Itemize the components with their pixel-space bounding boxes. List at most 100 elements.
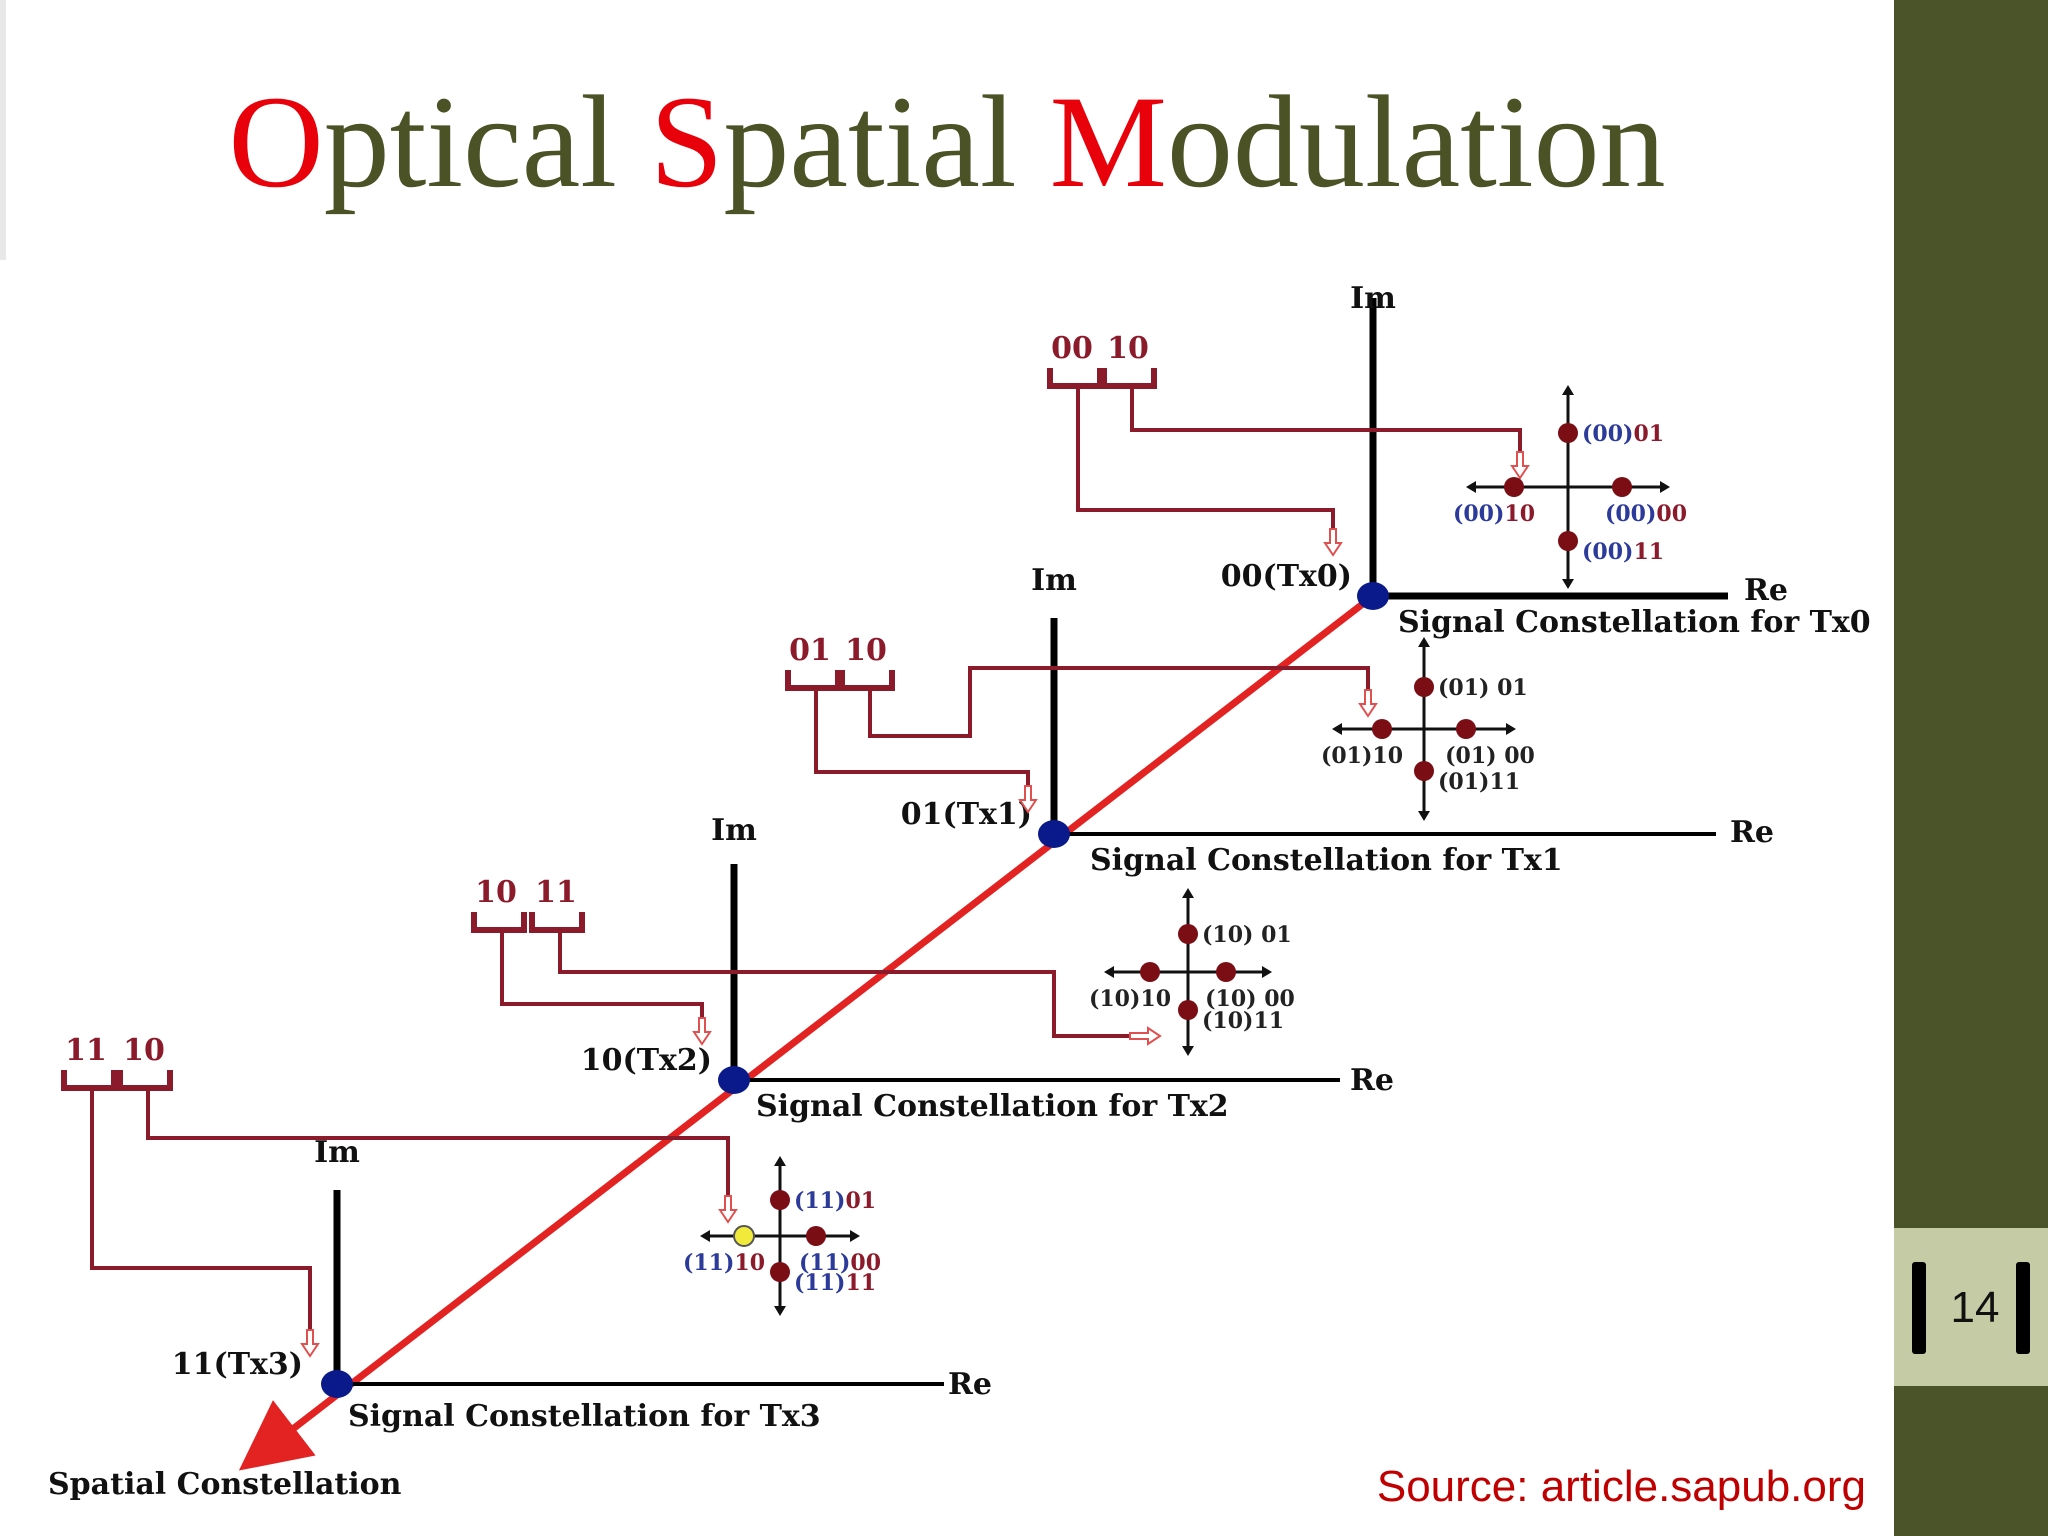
symbol-point-up [1178,924,1198,944]
connector-symbol-bits [1130,386,1522,452]
bits-label-a: 00 [1051,331,1093,366]
tx-point [1357,582,1389,610]
symbol-label-bits: 01 [1261,922,1292,948]
symbol-label-prefix: (10) [1205,986,1264,1012]
mini-arrow-right [1262,966,1272,978]
symbol-point-up [1414,677,1434,697]
symbol-label-prefix: (10) [1202,922,1261,948]
symbol-point-right [806,1226,826,1246]
tx-point-label: 10(Tx2) [581,1043,712,1078]
symbol-label-bits: 00 [850,1250,881,1276]
connector-space-bits [1076,386,1335,529]
mini-arrow-right [850,1230,860,1242]
slide-title: Optical Spatial Modulation [0,62,1894,222]
symbol-label-bits: 10 [1372,743,1403,769]
symbol-point-down [1558,531,1578,551]
symbol-label-prefix: (00) [1605,501,1656,527]
bits-label-b: 10 [1107,331,1149,366]
mini-arrow-right [1660,481,1670,493]
mini-arrow-left [1466,481,1476,493]
connector-space-bits [500,930,704,1018]
connector-symbol-bits [868,666,1370,738]
mini-arrow-left [1332,723,1342,735]
im-axis-label: Im [1031,563,1077,598]
bits-label-a: 10 [475,875,517,910]
symbol-label-up: (00)01 [1582,421,1664,447]
signal-constellation: (01) 01(01)10(01) 00(01)11 [1321,637,1535,821]
symbol-label-up: (11)01 [794,1188,876,1214]
symbol-label-down: (01)11 [1438,769,1520,795]
mini-arrow-up [774,1156,786,1166]
symbol-label-right: (01) 00 [1445,743,1535,769]
bits-bracket-a [61,1070,117,1091]
symbol-label-right: (00)00 [1605,501,1687,527]
spatial-constellation-label: Spatial Constellation [48,1467,402,1502]
page-bracket-left [1912,1262,1926,1354]
page-number: 14 [1950,1283,2000,1332]
bits-bracket-a [1047,368,1103,389]
symbol-label-down: (00)11 [1582,539,1664,565]
page-bracket-right [2016,1262,2030,1354]
symbol-label-prefix: (01) [1321,743,1372,769]
bits-label-a: 01 [789,633,831,668]
symbol-label-left: (11)10 [683,1250,765,1276]
title-part-ptical: ptical [323,68,650,215]
signal-constellation: (11)01 (11)10 (11)00(11)11 [683,1156,881,1316]
bits-label-b: 10 [123,1033,165,1068]
symbol-point-down [1414,761,1434,781]
symbol-label-bits: 11 [845,1270,876,1296]
connector-symbol-bits [146,1088,730,1196]
symbol-point-up [770,1190,790,1210]
mini-arrow-down [774,1306,786,1316]
mini-arrow-up [1182,888,1194,898]
constellation-caption: Signal Constellation for Tx0 [1398,605,1871,640]
tx-point [321,1370,353,1398]
bits-bracket-b [529,912,585,933]
symbol-label-up: (01) 01 [1438,675,1528,701]
connector-arrow-space [1018,785,1038,814]
title-letter-m: M [1049,68,1167,215]
symbol-label-prefix: (01) [1438,769,1489,795]
re-axis-label: Re [1744,573,1788,608]
mini-arrow-left [1104,966,1114,978]
connector-symbol-bits [558,930,1130,1038]
symbol-label-up: (10) 01 [1202,922,1292,948]
im-axis-label: Im [1350,281,1396,316]
symbol-point-right [1456,719,1476,739]
tx-point [718,1066,750,1094]
bits-label-b: 11 [535,875,577,910]
title-part-patial: patial [723,68,1050,215]
symbol-label-left: (00)10 [1453,501,1535,527]
title-letter-o: O [228,68,324,215]
bits-label-a: 11 [65,1033,107,1068]
bits-bracket-b [117,1070,173,1091]
bits-bracket-a [785,670,841,691]
symbol-label-bits: 11 [1633,539,1664,565]
re-axis-label: Re [1730,815,1774,850]
spatial-constellation-line [238,593,1376,1471]
spatial-constellation-layer [238,593,1376,1471]
mini-arrow-left [700,1230,710,1242]
connector-arrow-symbol [718,1195,738,1224]
tx-point [1038,820,1070,848]
mini-arrow-right [1506,723,1516,735]
connector-arrow-symbol [1129,1026,1162,1046]
bits-label-b: 10 [845,633,887,668]
symbol-label-bits: 01 [1497,675,1528,701]
symbol-label-bits: 00 [1656,501,1687,527]
re-axis-label: Re [1350,1063,1394,1098]
signal-constellation: (10) 01(10)10(10) 00(10)11 [1089,888,1295,1056]
symbol-label-prefix: (01) [1438,675,1497,701]
constellation-caption: Signal Constellation for Tx2 [756,1089,1229,1124]
symbol-label-down: (11)11 [794,1270,876,1296]
symbol-label-right: (11)00 [799,1250,881,1276]
symbol-point-left [733,1225,755,1247]
bits-bracket-b [1101,368,1157,389]
symbol-label-bits: 01 [1633,421,1664,447]
symbol-label-down: (10)11 [1202,1008,1284,1034]
